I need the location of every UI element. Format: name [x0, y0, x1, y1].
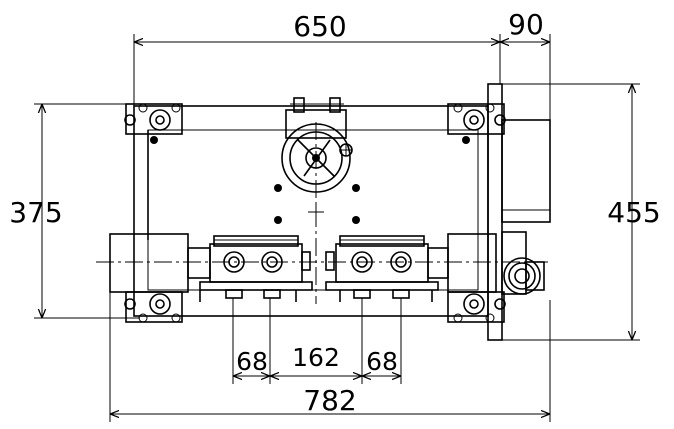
dimension-label-90: 90 [508, 8, 544, 41]
right-gear-unit [325, 235, 439, 302]
left-motor-box [109, 233, 189, 293]
dimension-top-90: 90 [500, 8, 551, 120]
mounting-plate [487, 83, 551, 341]
dimension-right-455: 455 [500, 83, 661, 341]
right-coupling [427, 247, 449, 279]
dimension-label-782: 782 [303, 384, 356, 417]
dimension-label-68-left: 68 [236, 347, 268, 376]
mounting-holes [274, 184, 360, 224]
left-coupling [187, 247, 211, 279]
dimension-bottom-68-162-68: 68 162 68 [232, 298, 402, 384]
dimension-label-162: 162 [292, 343, 340, 372]
dimension-bottom-782: 782 [109, 292, 551, 422]
handwheel-assembly [281, 97, 353, 193]
corner-mount-bottom-right [447, 291, 506, 323]
corner-mount-top-right [447, 103, 506, 144]
right-motor [503, 257, 545, 295]
left-gear-unit [199, 235, 313, 302]
center-lines [96, 122, 548, 304]
dimension-label-455: 455 [607, 196, 660, 229]
dimension-label-650: 650 [293, 10, 346, 43]
corner-mount-bottom-left [124, 291, 183, 323]
dimension-label-68-right: 68 [366, 347, 398, 376]
dimension-label-375: 375 [9, 196, 62, 229]
dimension-top-650: 650 [133, 10, 501, 106]
dimension-left-375: 375 [9, 103, 140, 319]
corner-mount-top-left [124, 103, 183, 144]
